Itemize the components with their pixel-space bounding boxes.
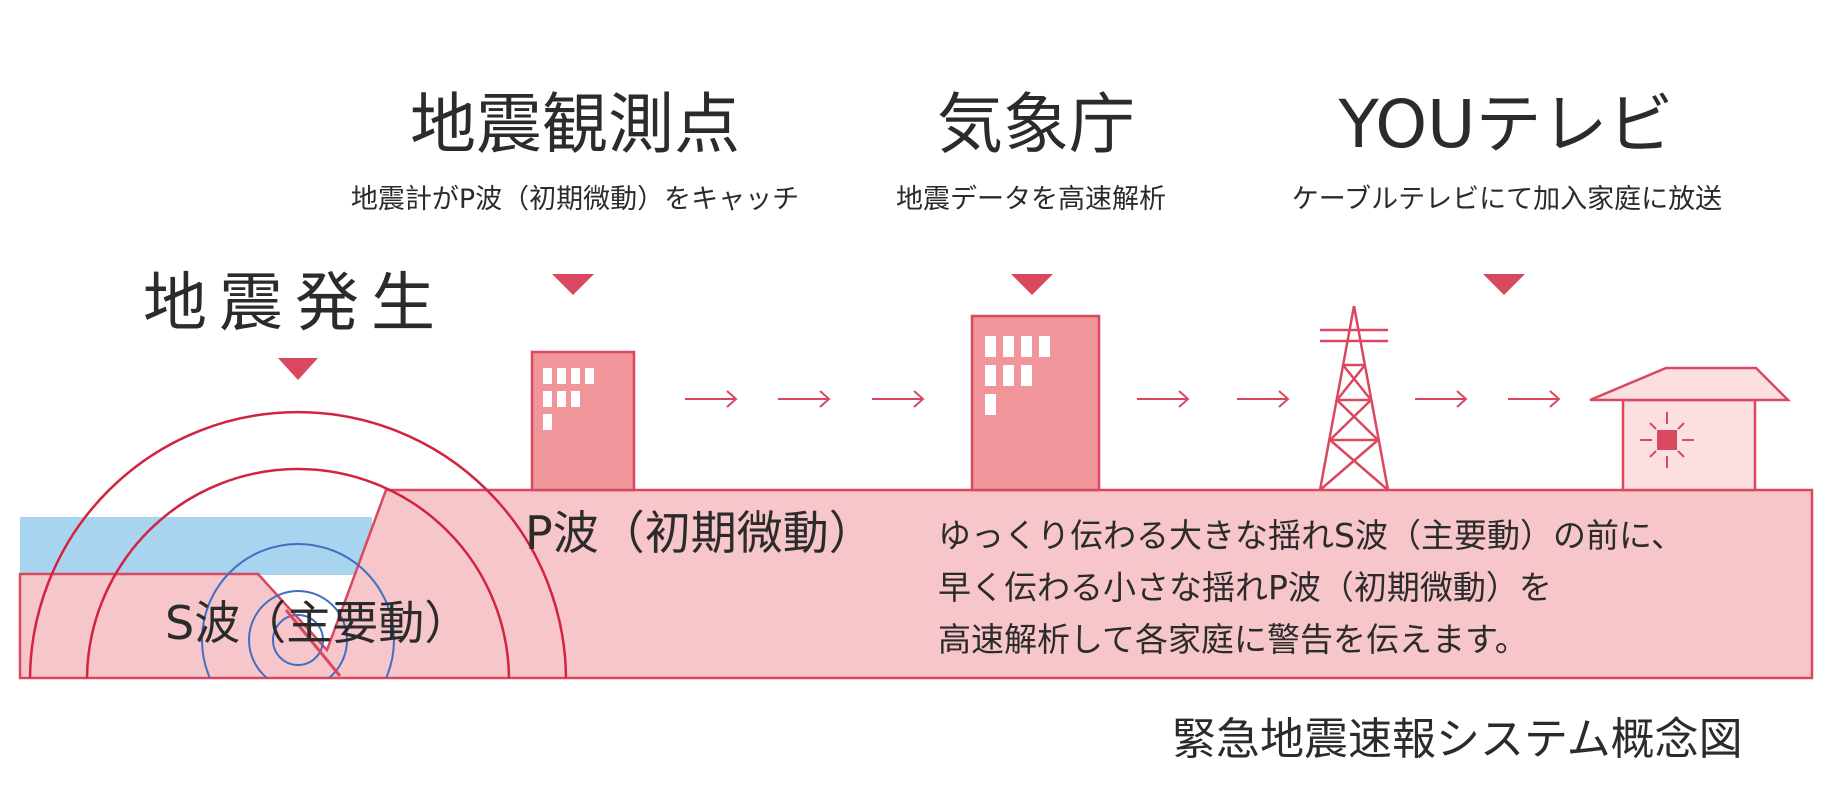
description-line: ゆっくり伝わる大きな揺れS波（主要動）の前に、: [938, 516, 1684, 555]
epicenter-ring-inner: [272, 614, 324, 666]
alarm-burst-icon: [1640, 412, 1694, 468]
arrow-right-icon: [1508, 390, 1561, 408]
observation-building-icon: [530, 350, 636, 492]
stage-subtitle-observation: 地震計がP波（初期微動）をキャッチ: [350, 184, 800, 215]
s-wave-label: S波（主要動）: [165, 596, 471, 650]
fault-line: [284, 609, 342, 677]
epicenter-ring-middle: [248, 590, 348, 678]
stage-title-agency: 気象庁: [937, 86, 1135, 163]
arrow-right-icon: [872, 390, 925, 408]
arrow-right-icon: [1137, 390, 1190, 408]
description-text: ゆっくり伝わる大きな揺れS波（主要動）の前に、 早く伝わる小さな揺れP波（初期微…: [938, 510, 1684, 666]
stage-title-observation: 地震観測点: [410, 86, 740, 163]
agency-building-icon: [970, 314, 1101, 492]
down-triangle-icon: [278, 358, 318, 380]
description-line: 早く伝わる小さな揺れP波（初期微動）を: [938, 568, 1552, 607]
wave-ring-outer: [28, 410, 568, 678]
wave-ring-middle: [85, 467, 511, 678]
transmission-tower-icon: [1318, 305, 1390, 491]
stage-subtitle-agency: 地震データを高速解析: [896, 184, 1166, 215]
stage-subtitle-broadcaster: ケーブルテレビにて加入家庭に放送: [1291, 184, 1723, 215]
arrow-right-icon: [1237, 390, 1290, 408]
diagram-caption: 緊急地震速報システム概念図: [1172, 714, 1743, 765]
description-line: 高速解析して各家庭に警告を伝えます。: [938, 620, 1528, 659]
earthquake-occurrence-label: 地震発生: [143, 267, 447, 341]
arrow-right-icon: [778, 390, 831, 408]
epicenter-ring-outer: [201, 543, 395, 678]
stage-title-broadcaster: YOUテレビ: [1338, 86, 1674, 163]
down-triangle-icon: [1011, 274, 1053, 295]
arrow-right-icon: [1415, 390, 1468, 408]
arrow-right-icon: [685, 390, 738, 408]
house-icon: [1589, 366, 1792, 492]
down-triangle-icon: [1483, 274, 1525, 295]
p-wave-label: P波（初期微動）: [525, 506, 875, 560]
down-triangle-icon: [552, 274, 594, 295]
